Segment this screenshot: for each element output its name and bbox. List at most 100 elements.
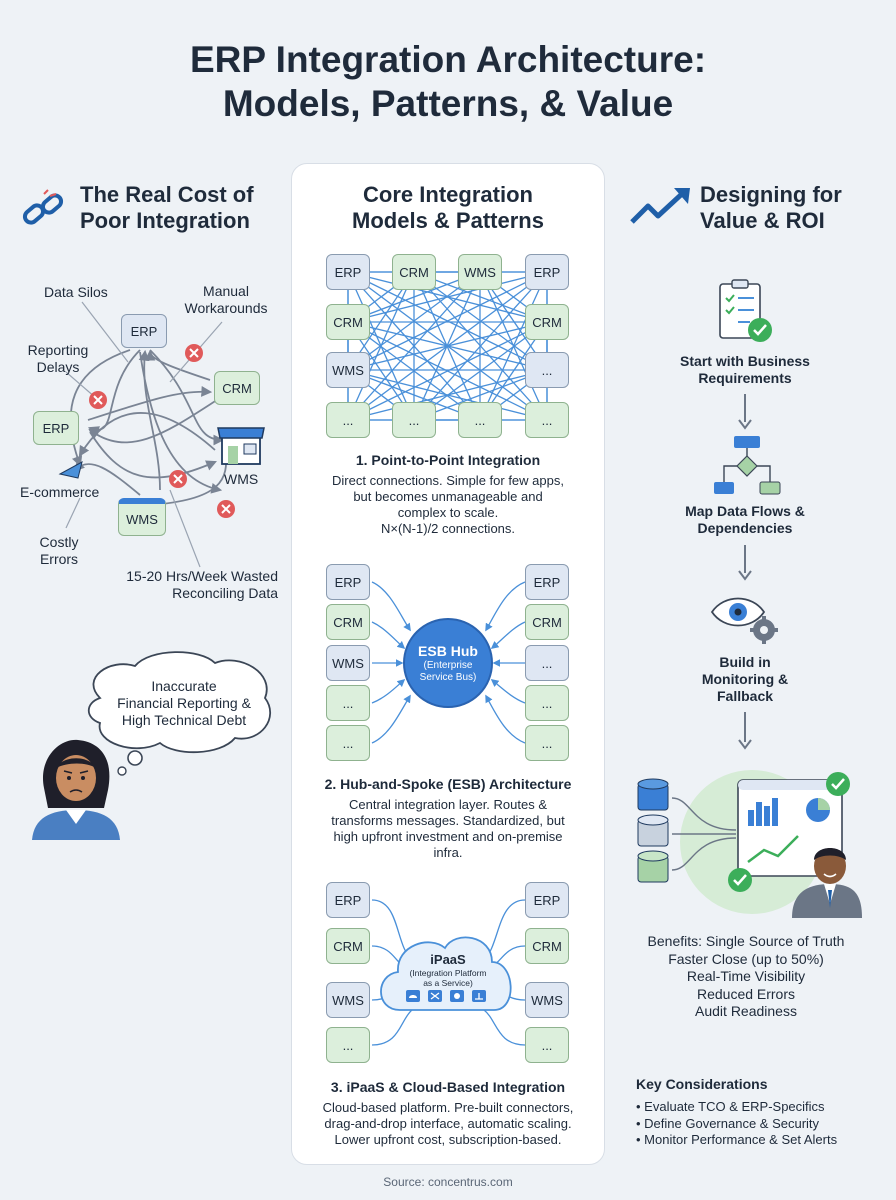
step-business-requirements: Start with Business Requirements xyxy=(640,353,850,387)
label-wms-store: WMS xyxy=(224,471,259,487)
esb-hub-circle xyxy=(403,618,493,708)
left-heading: The Real Cost of Poor Integration xyxy=(80,182,254,234)
chaos-box-erp-top: ERP xyxy=(121,314,167,348)
p2p-box: ERP xyxy=(525,254,569,290)
chaos-box-erp-left: ERP xyxy=(33,411,79,445)
esb-box: ERP xyxy=(326,564,370,600)
label-ecommerce: E-commerce xyxy=(20,484,100,500)
esb-desc: Central integration layer. Routes & tran… xyxy=(305,797,591,861)
label-data-silos: Data Silos xyxy=(44,284,108,300)
p2p-box: ... xyxy=(326,402,370,438)
esb-box: ... xyxy=(326,725,370,761)
dashboard-illustration xyxy=(637,770,862,918)
eye-gear-icon xyxy=(710,597,778,644)
ipaas-box: ERP xyxy=(525,882,569,918)
ipaas-title: 3. iPaaS & Cloud-Based Integration xyxy=(330,1079,566,1095)
esb-box: ... xyxy=(525,685,569,721)
ipaas-desc-3: Lower upfront cost, subscription-based. xyxy=(334,1132,562,1147)
esb-desc-2: transforms messages. Standardized, but xyxy=(331,813,565,828)
wasted-line-2: Reconciling Data xyxy=(172,585,278,601)
down-arrow-3 xyxy=(738,712,752,750)
right-heading-line-1: Designing for xyxy=(700,182,842,207)
right-heading-line-2: Value & ROI xyxy=(700,208,825,233)
p2p-box: ERP xyxy=(326,254,370,290)
p2p-box: CRM xyxy=(525,304,569,340)
flowchart-icon xyxy=(714,436,781,495)
ipaas-line-2: (Integration Platform xyxy=(409,968,487,978)
left-heading-line-1: The Real Cost of xyxy=(80,182,254,207)
esb-hub-line-2: (Enterprise xyxy=(423,660,473,671)
ipaas-line-1: iPaaS xyxy=(430,952,466,967)
ipaas-box: CRM xyxy=(326,928,370,964)
ipaas-label: iPaaS (Integration Platform as a Service… xyxy=(398,951,498,988)
chaos-box-crm: CRM xyxy=(214,371,260,405)
p2p-box: ... xyxy=(392,402,436,438)
ipaas-box: ... xyxy=(326,1027,370,1063)
esb-title: 2. Hub-and-Spoke (ESB) Architecture xyxy=(324,776,572,792)
thought-line-1: Inaccurate xyxy=(151,678,217,694)
ipaas-line-3: as a Service) xyxy=(423,978,473,988)
p2p-connection-line xyxy=(347,271,548,371)
step3-line-3: Fallback xyxy=(716,688,774,704)
consideration-item: Monitor Performance & Set Alerts xyxy=(636,1132,837,1149)
step3-line-1: Build in xyxy=(719,654,771,670)
reporting-line-2: Delays xyxy=(36,359,80,375)
esb-desc-1: Central integration layer. Routes & xyxy=(349,797,547,812)
step1-line-2: Requirements xyxy=(698,370,792,386)
p2p-connection-line xyxy=(413,271,548,421)
consideration-item: Evaluate TCO & ERP-Specifics xyxy=(636,1099,837,1116)
p2p-desc-3: complex to scale. xyxy=(397,505,499,520)
p2p-desc-4: N×(N-1)/2 connections. xyxy=(380,521,516,536)
center-heading: Core Integration Models & Patterns xyxy=(291,182,605,234)
wasted-line-1: 15-20 Hrs/Week Wasted xyxy=(126,568,278,584)
benefit-item: Real-Time Visibility xyxy=(686,968,806,984)
left-heading-line-2: Poor Integration xyxy=(80,208,250,233)
businessman-icon xyxy=(792,848,862,918)
label-reporting-delays: Reporting Delays xyxy=(20,342,96,376)
esb-box: CRM xyxy=(326,604,370,640)
p2p-box: CRM xyxy=(326,304,370,340)
center-heading-line-2: Models & Patterns xyxy=(352,208,544,233)
step-monitoring-fallback: Build in Monitoring & Fallback xyxy=(640,654,850,705)
ipaas-desc-2: drag-and-drop interface, automatic scali… xyxy=(324,1116,572,1131)
costly-line-1: Costly xyxy=(39,534,79,550)
source-credit: Source: concentrus.com xyxy=(383,1175,513,1189)
esb-box: ... xyxy=(525,645,569,681)
label-hours-wasted: 15-20 Hrs/Week Wasted Reconciling Data xyxy=(100,568,278,602)
benefit-item: Audit Readiness xyxy=(695,1003,797,1019)
manual-line-1: Manual xyxy=(203,283,249,299)
page-title: ERP Integration Architecture: Models, Pa… xyxy=(0,38,896,126)
esb-hub-line-1: ESB Hub xyxy=(418,643,478,659)
step2-line-2: Dependencies xyxy=(697,520,793,536)
chaos-box-wms: WMS xyxy=(118,498,166,536)
spaghetti-diagram xyxy=(58,301,265,568)
esb-hub-label: ESB Hub (Enterprise Service Bus) xyxy=(404,643,492,684)
down-arrow-2 xyxy=(738,545,752,581)
ipaas-box: ERP xyxy=(326,882,370,918)
esb-hub-line-3: Service Bus) xyxy=(419,672,477,683)
esb-box: ... xyxy=(525,725,569,761)
ipaas-box: CRM xyxy=(525,928,569,964)
label-costly-errors: Costly Errors xyxy=(26,534,92,568)
step1-line-1: Start with Business xyxy=(680,353,810,369)
esb-desc-3: high upfront investment and on-premise xyxy=(333,829,563,844)
esb-box: CRM xyxy=(525,604,569,640)
ipaas-box: ... xyxy=(525,1027,569,1063)
title-line-1: ERP Integration Architecture: xyxy=(189,39,707,80)
label-manual-workarounds: Manual Workarounds xyxy=(178,283,274,317)
thought-bubble xyxy=(87,651,271,776)
p2p-connection-line xyxy=(347,321,548,371)
step2-line-1: Map Data Flows & xyxy=(685,503,805,519)
checklist-icon xyxy=(719,279,772,342)
worried-person-icon xyxy=(32,739,120,840)
p2p-box: ... xyxy=(525,402,569,438)
key-considerations-list: Evaluate TCO & ERP-Specifics Define Gove… xyxy=(636,1099,837,1149)
down-arrow-1 xyxy=(738,394,752,430)
consideration-item: Define Governance & Security xyxy=(636,1116,837,1133)
trend-up-icon xyxy=(630,188,690,224)
ipaas-desc: Cloud-based platform. Pre-built connecto… xyxy=(298,1100,598,1148)
center-heading-line-1: Core Integration xyxy=(363,182,533,207)
benefit-item: Faster Close (up to 50%) xyxy=(668,950,824,967)
ipaas-box: WMS xyxy=(525,982,569,1018)
